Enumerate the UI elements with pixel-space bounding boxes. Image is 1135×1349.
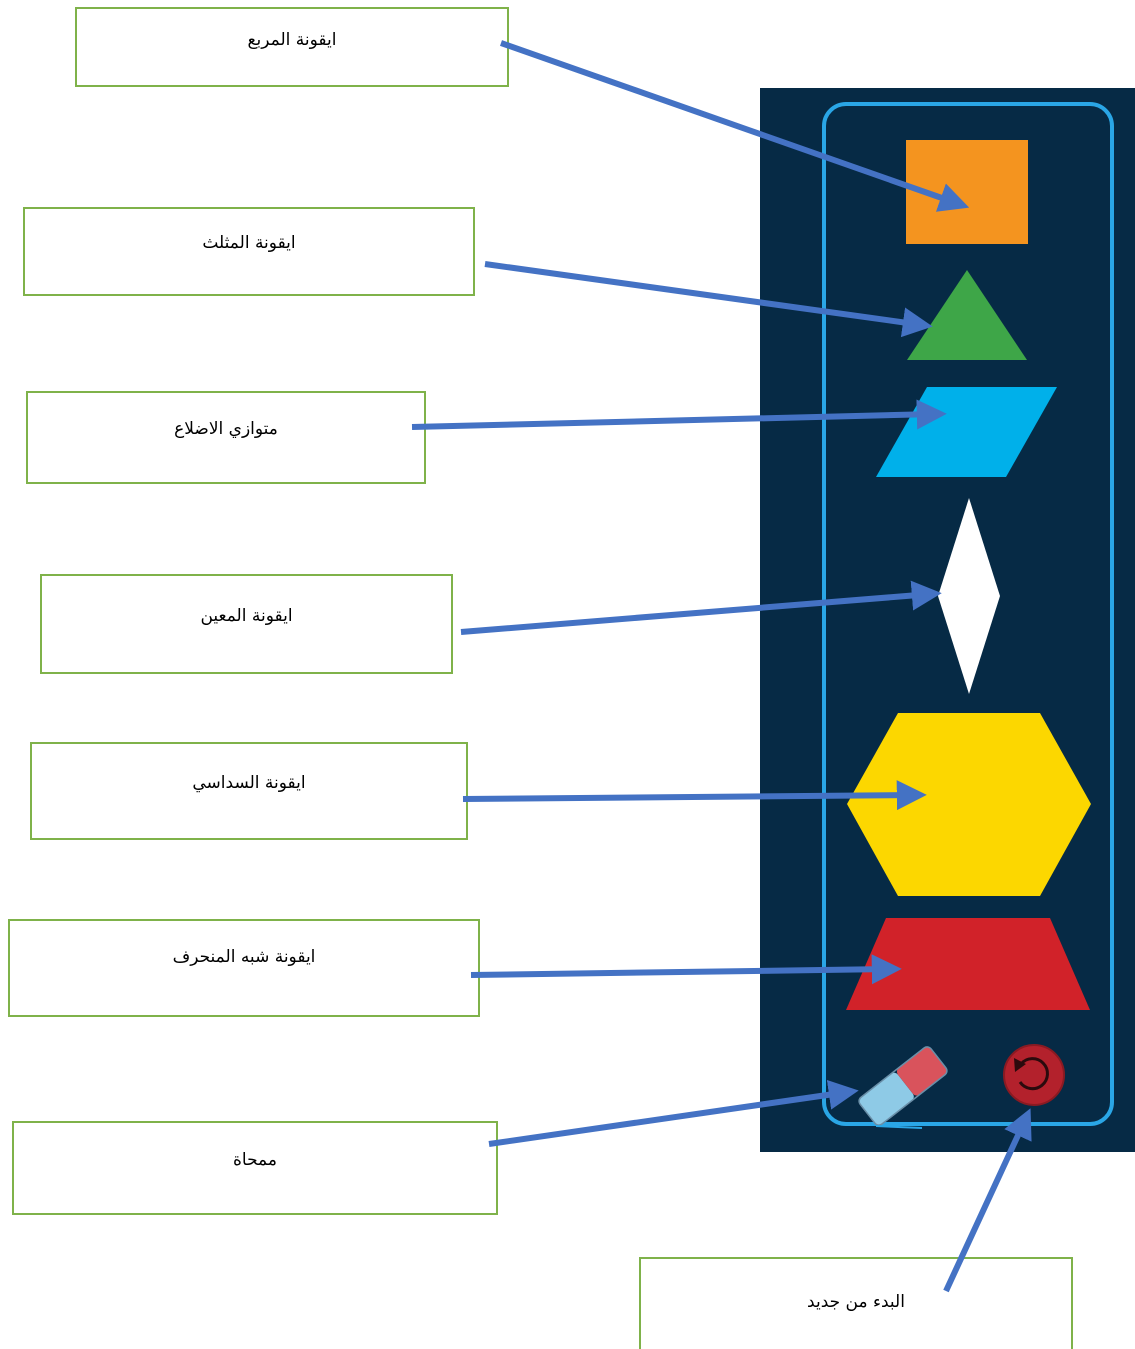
triangle-callout: ايقونة المثلث bbox=[23, 207, 475, 296]
square-callout: ايقونة المربع bbox=[75, 7, 509, 87]
parallelogram-callout-label: متوازي الاضلاع bbox=[174, 419, 278, 439]
hexagon-callout-label: ايقونة السداسي bbox=[192, 773, 306, 793]
rhombus-icon[interactable] bbox=[938, 498, 1000, 694]
parallelogram-callout: متوازي الاضلاع bbox=[26, 391, 426, 484]
rhombus-callout: ايقونة المعين bbox=[40, 574, 453, 674]
reset-callout-label: البدء من جديد bbox=[807, 1292, 905, 1312]
eraser-callout-label: ممحاة bbox=[233, 1150, 277, 1170]
trapezoid-callout: ايقونة شبه المنحرف bbox=[8, 919, 480, 1017]
hexagon-icon[interactable] bbox=[847, 713, 1091, 896]
eraser-icon[interactable] bbox=[857, 1045, 949, 1129]
square-icon[interactable] bbox=[906, 140, 1028, 244]
trapezoid-callout-label: ايقونة شبه المنحرف bbox=[172, 947, 316, 967]
triangle-callout-label: ايقونة المثلث bbox=[202, 233, 296, 253]
reset-icon[interactable] bbox=[1003, 1044, 1065, 1106]
rhombus-callout-label: ايقونة المعين bbox=[200, 606, 293, 626]
square-callout-label: ايقونة المربع bbox=[247, 30, 337, 50]
reset-callout: البدء من جديد bbox=[639, 1257, 1073, 1349]
triangle-icon[interactable] bbox=[907, 270, 1027, 360]
eraser-callout: ممحاة bbox=[12, 1121, 498, 1215]
hexagon-callout: ايقونة السداسي bbox=[30, 742, 468, 840]
trapezoid-icon[interactable] bbox=[846, 918, 1090, 1010]
